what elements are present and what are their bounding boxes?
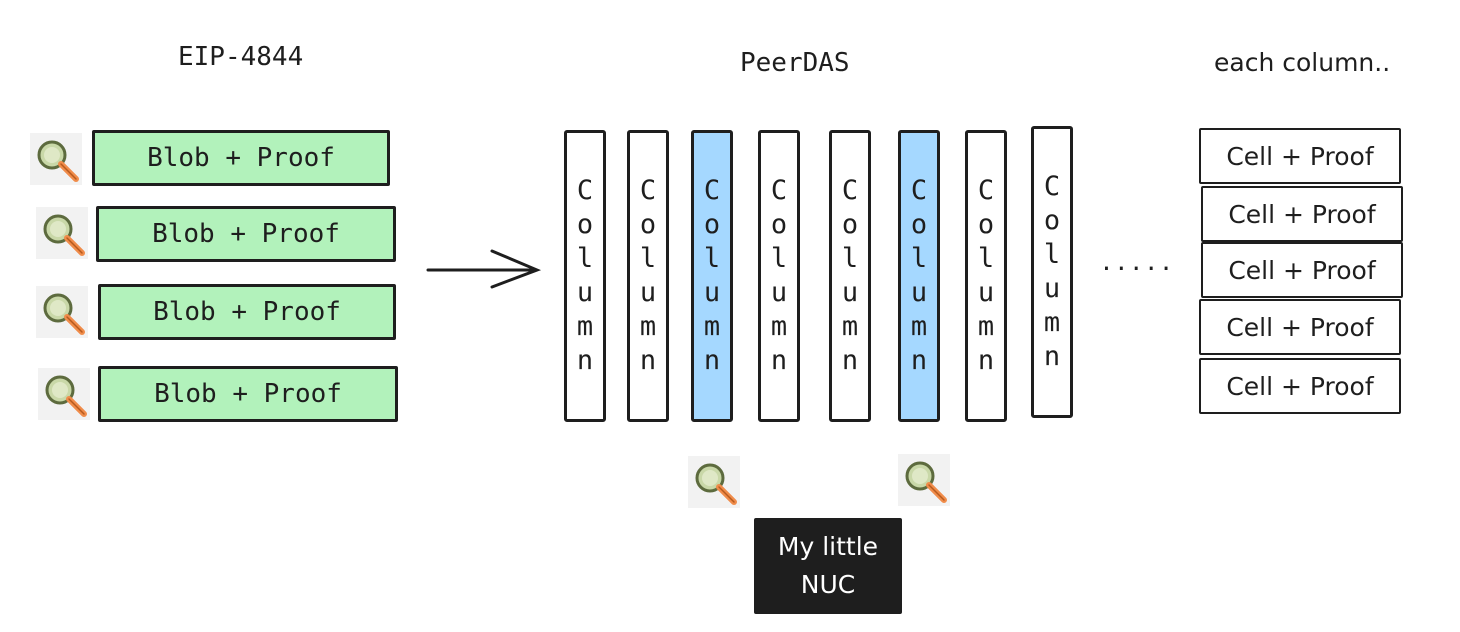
eip4844-title: EIP-4844 xyxy=(178,42,304,72)
cell-proof-box: Cell + Proof xyxy=(1199,358,1401,414)
blob-proof-label: Blob + Proof xyxy=(154,379,342,409)
cell-proof-label: Cell + Proof xyxy=(1226,312,1374,342)
magnifier-icon xyxy=(36,207,88,259)
blob-proof-label: Blob + Proof xyxy=(147,143,335,173)
column-box-sampled: C o l u m n xyxy=(691,130,733,422)
cell-proof-box: Cell + Proof xyxy=(1201,186,1403,242)
column-label: C o l u m n xyxy=(770,175,788,376)
magnifier-icon xyxy=(30,133,82,185)
blob-proof-box: Blob + Proof xyxy=(98,366,398,422)
cell-proof-label: Cell + Proof xyxy=(1226,371,1374,401)
column-box: C o l u m n xyxy=(564,130,606,422)
column-box: C o l u m n xyxy=(758,130,800,422)
blob-proof-label: Blob + Proof xyxy=(153,297,341,327)
column-box: C o l u m n xyxy=(1031,126,1073,418)
node-label-line2: NUC xyxy=(800,570,856,599)
column-label: C o l u m n xyxy=(910,175,928,376)
column-label: C o l u m n xyxy=(576,175,594,376)
ellipsis: ..... xyxy=(1102,244,1177,277)
each-column-title: each column.. xyxy=(1214,48,1391,77)
magnifier-icon xyxy=(898,454,950,506)
column-box: C o l u m n xyxy=(829,130,871,422)
blob-proof-box: Blob + Proof xyxy=(96,206,396,262)
cell-proof-label: Cell + Proof xyxy=(1228,255,1376,285)
cell-proof-box: Cell + Proof xyxy=(1199,128,1401,184)
magnifier-icon xyxy=(688,456,740,508)
column-box: C o l u m n xyxy=(627,130,669,422)
blob-proof-box: Blob + Proof xyxy=(98,284,396,340)
column-box: C o l u m n xyxy=(965,130,1007,422)
cell-proof-box: Cell + Proof xyxy=(1199,299,1401,355)
blob-proof-box: Blob + Proof xyxy=(92,130,390,186)
cell-proof-box: Cell + Proof xyxy=(1201,242,1403,298)
column-label: C o l u m n xyxy=(703,175,721,376)
cell-proof-label: Cell + Proof xyxy=(1228,199,1376,229)
column-label: C o l u m n xyxy=(1043,171,1061,372)
peerdas-title: PeerDAS xyxy=(740,48,850,78)
column-box-sampled: C o l u m n xyxy=(898,130,940,422)
my-little-nuc-node: My little NUC xyxy=(754,518,902,614)
magnifier-icon xyxy=(36,286,88,338)
column-label: C o l u m n xyxy=(639,175,657,376)
arrow-to-columns xyxy=(426,249,542,289)
node-label-line1: My little xyxy=(777,532,879,561)
magnifier-icon xyxy=(38,368,90,420)
blob-proof-label: Blob + Proof xyxy=(152,219,340,249)
column-label: C o l u m n xyxy=(841,175,859,376)
cell-proof-label: Cell + Proof xyxy=(1226,141,1374,171)
column-label: C o l u m n xyxy=(977,175,995,376)
